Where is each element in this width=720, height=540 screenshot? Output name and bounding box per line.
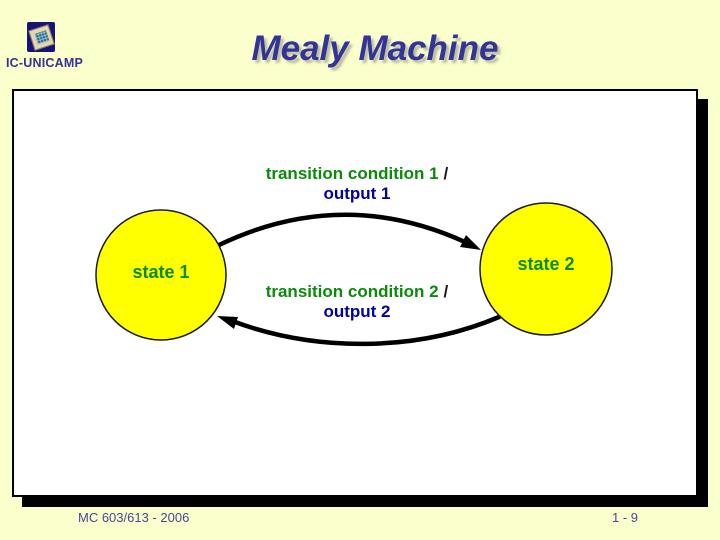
chip-die-icon: [28, 24, 55, 51]
chip-grid-icon: [34, 30, 49, 45]
ic-unicamp-logo-icon: [27, 22, 55, 52]
logo-label: IC-UNICAMP: [6, 56, 83, 70]
slide-title: Mealy Machine: [251, 29, 499, 68]
state-2-circle: [479, 202, 613, 336]
logo-block: IC-UNICAMP: [6, 22, 96, 70]
transition-2-separator: /: [443, 282, 449, 301]
footer-page-number: 1 - 9: [611, 510, 638, 525]
transition-arc-1-to-2: [216, 212, 468, 248]
transition-1-label: transition condition 1/ output 1: [157, 164, 557, 204]
transition-2-label: transition condition 2/ output 2: [157, 282, 557, 322]
arrowhead-into-state-1-icon: [217, 316, 238, 329]
state-diagram: [95, 202, 613, 347]
transition-arc-2-to-1: [232, 314, 502, 347]
transition-1-condition: transition condition 1: [265, 164, 439, 183]
footer-course-code: MC 603/613 - 2006: [78, 510, 190, 525]
state-1-circle: [95, 209, 227, 341]
transition-2-condition: transition condition 2: [265, 282, 439, 301]
transition-1-output: output 1: [323, 184, 391, 203]
arrowhead-into-state-2-icon: [460, 235, 481, 250]
transition-1-separator: /: [443, 164, 449, 183]
transition-2-output: output 2: [323, 302, 391, 321]
slide-content-panel: state 1 state 2 transition condition 1/ …: [12, 89, 698, 497]
